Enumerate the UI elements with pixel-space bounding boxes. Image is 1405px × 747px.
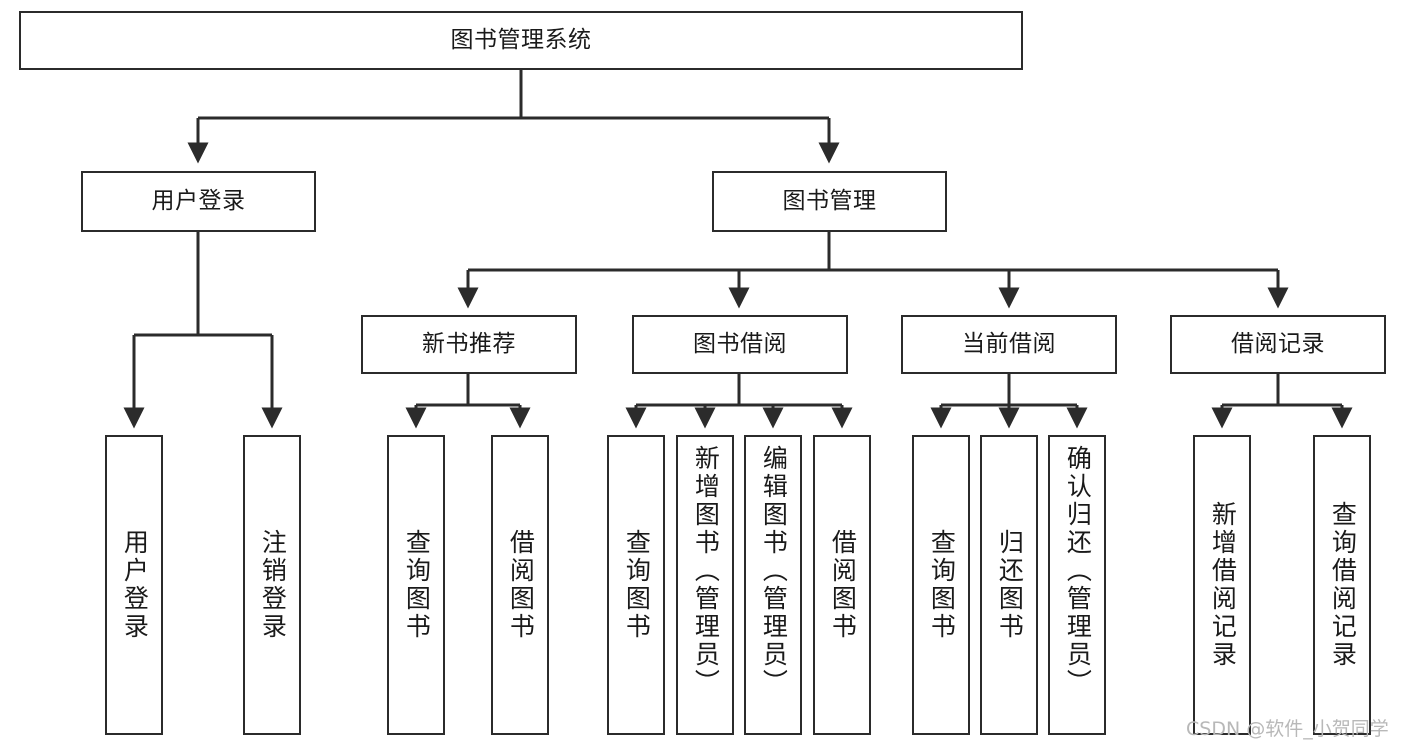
node-label: 图书借阅 [693,331,787,358]
node-label: 查询图书 [622,529,652,641]
node-label: 图书管理系统 [450,27,592,54]
node-label: 查询图书 [402,529,432,641]
leaf-record-add-record[interactable]: 新增借阅记录 [1193,435,1251,735]
leaf-borrow-borrow-book[interactable]: 借阅图书 [813,435,871,735]
leaf-recommend-query-book[interactable]: 查询图书 [387,435,445,735]
node-label: 借阅图书 [828,529,858,641]
csdn-watermark: CSDN @软件_小贺同学 [1186,718,1389,740]
leaf-user-login-signin[interactable]: 用户登录 [105,435,163,735]
node-label: 借阅图书 [506,529,536,641]
node-current-borrow[interactable]: 当前借阅 [901,315,1117,374]
node-label: 编辑图书（管理员） [759,445,789,697]
node-book-management[interactable]: 图书管理 [712,171,947,232]
node-label: 新书推荐 [422,331,516,358]
node-label: 归还图书 [995,529,1025,641]
leaf-user-login-signout[interactable]: 注销登录 [243,435,301,735]
node-label: 查询图书 [927,529,957,641]
node-book-borrow[interactable]: 图书借阅 [632,315,848,374]
leaf-borrow-query-book[interactable]: 查询图书 [607,435,665,735]
node-new-book-recommend[interactable]: 新书推荐 [361,315,577,374]
node-label: 确认归还（管理员） [1063,445,1093,697]
leaf-borrow-edit-book-admin[interactable]: 编辑图书（管理员） [744,435,802,735]
node-label: 查询借阅记录 [1328,501,1358,669]
leaf-borrow-add-book-admin[interactable]: 新增图书（管理员） [676,435,734,735]
node-label: 用户登录 [120,529,150,641]
node-label: 图书管理 [782,188,877,215]
leaf-current-return-book[interactable]: 归还图书 [980,435,1038,735]
node-label: 新增图书（管理员） [691,445,721,697]
leaf-current-confirm-return-admin[interactable]: 确认归还（管理员） [1048,435,1106,735]
node-user-login[interactable]: 用户登录 [81,171,316,232]
node-borrow-record[interactable]: 借阅记录 [1170,315,1386,374]
node-root-system[interactable]: 图书管理系统 [19,11,1023,70]
leaf-current-query-book[interactable]: 查询图书 [912,435,970,735]
node-label: 注销登录 [258,529,288,641]
node-label: 用户登录 [151,188,246,215]
node-label: 借阅记录 [1231,331,1325,358]
leaf-recommend-borrow-book[interactable]: 借阅图书 [491,435,549,735]
leaf-record-query-record[interactable]: 查询借阅记录 [1313,435,1371,735]
node-label: 新增借阅记录 [1208,501,1238,669]
node-label: 当前借阅 [962,331,1056,358]
